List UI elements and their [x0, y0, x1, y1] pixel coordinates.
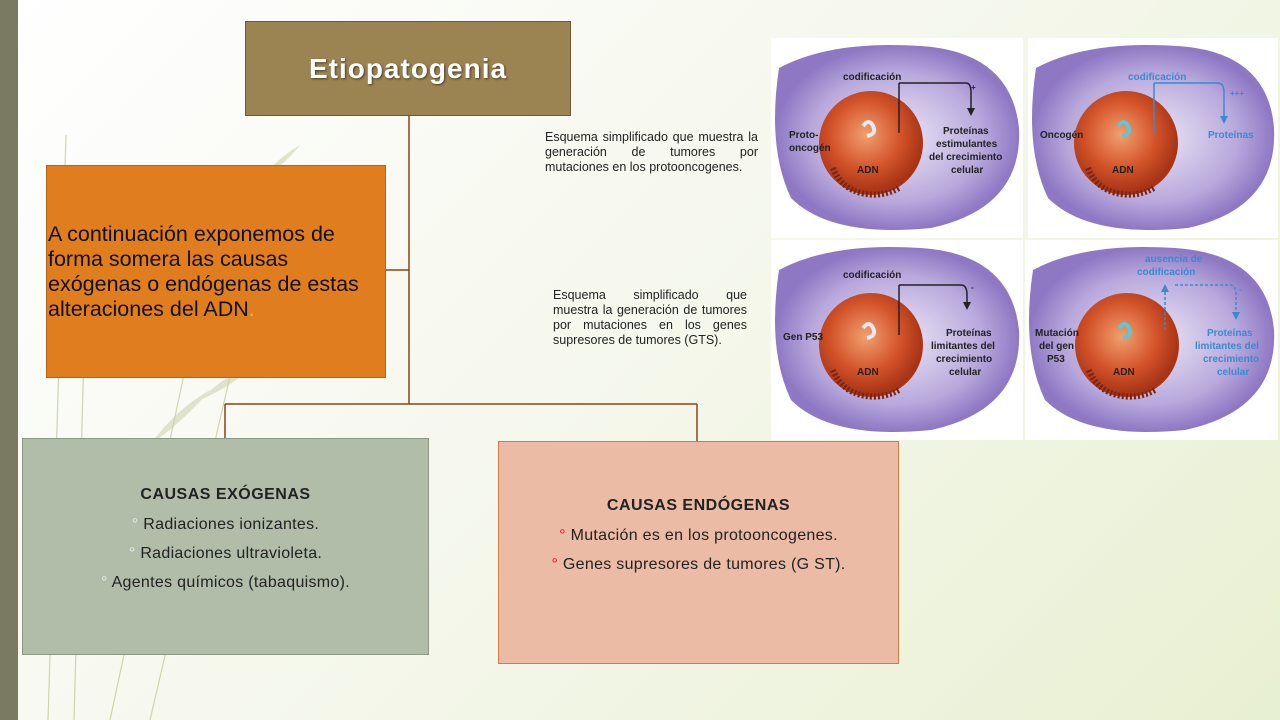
bullet-icon: ° — [131, 516, 139, 533]
endogenous-causes-box: CAUSAS ENDÓGENAS ° Mutación es en los pr… — [498, 441, 899, 664]
label-nucleus: ADN — [1113, 367, 1135, 378]
label-sign: - — [1239, 285, 1242, 294]
arrow-head-icon — [963, 302, 971, 310]
endogenous-item-text: Genes supresores de tumores (G ST). — [562, 556, 846, 573]
label-left: Mutación — [1035, 328, 1079, 339]
label-left: Gen P53 — [783, 332, 823, 343]
intro-text-body: A continuación exponemos de forma somera… — [48, 221, 359, 321]
gene-mark — [861, 322, 877, 340]
exogenous-causes-box: CAUSAS EXÓGENAS ° Radiaciones ionizantes… — [22, 438, 429, 655]
arrow-line — [899, 82, 972, 108]
bullet-icon: ° — [100, 574, 108, 591]
label-right: limitantes del — [931, 341, 995, 352]
label-nucleus: ADN — [1112, 165, 1134, 176]
arrow-line — [1154, 82, 1225, 116]
intro-text-period: . — [248, 296, 255, 321]
exogenous-item: ° Radiaciones ionizantes. — [23, 514, 428, 535]
label-left: Oncogén — [1040, 130, 1083, 141]
nucleus — [819, 293, 923, 397]
label-top: codificación — [843, 270, 901, 281]
nucleus — [819, 91, 923, 195]
label-right: celular — [951, 165, 983, 176]
label-right: crecimiento — [936, 354, 992, 365]
label-top: codificación — [1128, 72, 1186, 83]
arrow-line — [899, 284, 968, 302]
label-top: ausencia de — [1145, 254, 1203, 265]
cell-illustration: codificación + Proto- oncogén ADN Proteí… — [775, 44, 1020, 230]
gene-mark — [1116, 120, 1132, 138]
gene-mark — [1117, 322, 1133, 340]
label-sign: - — [971, 283, 974, 292]
arrow-head-icon — [1232, 312, 1240, 320]
nucleus — [1075, 293, 1179, 397]
endogenous-title: CAUSAS ENDÓGENAS — [606, 497, 791, 514]
gene-mark — [861, 120, 877, 138]
label-right: limitantes del — [1195, 341, 1259, 352]
intro-box: A continuación exponemos de forma somera… — [46, 165, 386, 378]
arrow-line — [1175, 284, 1237, 312]
label-right: celular — [1217, 367, 1249, 378]
cell-diagram-p53-gene: codificación - Gen P53 ADN Proteínas lim… — [771, 240, 1023, 440]
exogenous-item-text: Radiaciones ionizantes. — [143, 516, 320, 533]
label-nucleus: ADN — [857, 165, 879, 176]
endogenous-item: ° Mutación es en los protooncogenes. — [499, 525, 898, 546]
bullet-icon: ° — [128, 545, 136, 562]
label-right: Proteínas — [946, 328, 992, 339]
exogenous-item-text: Radiaciones ultravioleta. — [140, 545, 323, 562]
label-sign: +++ — [1230, 89, 1244, 98]
nucleus — [1074, 91, 1178, 195]
bullet-icon: ° — [551, 556, 559, 573]
label-right: celular — [949, 367, 981, 378]
label-left: P53 — [1047, 354, 1065, 365]
cell-illustration: codificación +++ Oncogén ADN Proteínas — [1032, 44, 1275, 230]
label-right: Proteínas — [1207, 328, 1253, 339]
bullet-icon: ° — [559, 527, 566, 544]
label-left: Proto- — [789, 130, 818, 141]
endogenous-item: ° Genes supresores de tumores (G ST). — [499, 554, 898, 575]
intro-text: A continuación exponemos de forma somera… — [47, 222, 385, 322]
label-nucleus: ADN — [857, 367, 879, 378]
label-right: estimulantes — [936, 139, 998, 150]
cell-diagram-oncogene: codificación +++ Oncogén ADN Proteínas — [1028, 38, 1278, 238]
exogenous-item: ° Agentes químicos (tabaquismo). — [23, 572, 428, 593]
page-title: Etiopatogenia — [308, 52, 508, 84]
label-right: Proteínas — [1208, 130, 1254, 141]
label-top: codificación — [1137, 267, 1195, 278]
label-left: oncogén — [789, 143, 831, 154]
exogenous-item: ° Radiaciones ultravioleta. — [23, 543, 428, 564]
title-box: Etiopatogenia — [245, 21, 571, 116]
arrow-head-icon — [1220, 116, 1228, 124]
cell-illustration: codificación - Gen P53 ADN Proteínas lim… — [775, 246, 1020, 432]
arrow-head-icon — [967, 108, 975, 116]
left-accent-bar — [0, 0, 18, 720]
label-top: codificación — [843, 72, 901, 83]
label-right: Proteínas — [943, 126, 989, 137]
label-right: crecimiento — [1203, 354, 1259, 365]
endogenous-item-text: Mutación es en los protooncogenes. — [570, 527, 838, 544]
cell-diagram-p53-mutation: ausencia de codificación - Mutación del … — [1025, 240, 1278, 440]
label-left: del gen — [1039, 341, 1074, 352]
cell-illustration: ausencia de codificación - Mutación del … — [1029, 246, 1275, 432]
arrow-head-icon — [1161, 284, 1169, 292]
caption-suppressor-genes: Esquema simplificado que muestra la gene… — [553, 288, 747, 347]
label-right: del crecimiento — [929, 152, 1002, 163]
label-sign: + — [971, 83, 976, 92]
exogenous-title: CAUSAS EXÓGENAS — [140, 486, 311, 503]
caption-protooncogenes: Esquema simplificado que muestra la gene… — [545, 130, 758, 174]
cell-diagram-protooncogene: codificación + Proto- oncogén ADN Proteí… — [771, 38, 1023, 238]
exogenous-item-text: Agentes químicos (tabaquismo). — [111, 574, 351, 591]
